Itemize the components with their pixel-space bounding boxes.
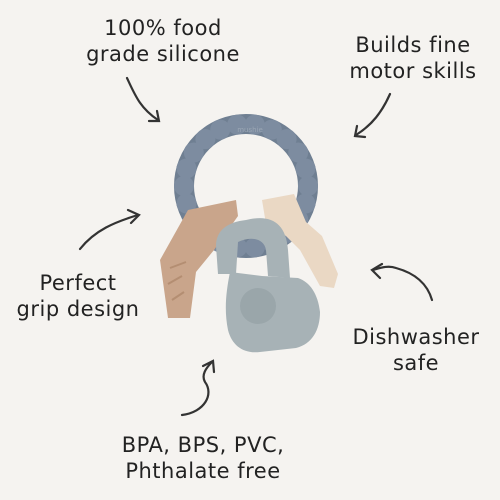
callout-grip-line-2: grip design [16,297,140,321]
ring-bead [295,158,316,179]
arrow-grip [78,213,140,251]
ring-bead [227,114,248,135]
ring-bead [295,193,316,214]
grey-elephant-key [216,218,320,353]
callout-silicone-line-2: grade silicone [86,42,240,66]
ring-bead [176,193,197,214]
cream-airplane-key [262,194,338,288]
arrow-silicone [125,76,160,122]
ring-bead [298,176,318,196]
ring-bead [210,119,231,140]
callout-dishwasher-line-1: Dishwasher [352,325,480,349]
callout-grip: Perfect grip design [8,270,148,322]
callout-dishwasher: Dishwasher safe [334,324,498,376]
brand-mark: mushie [237,126,263,134]
arrow-motor [354,92,392,137]
callout-motor-line-2: motor skills [349,59,477,83]
callout-motor: Builds fine motor skills [328,32,498,84]
callout-silicone: 100% food grade silicone [68,15,258,67]
ring-bead [244,237,265,258]
ring-bead [244,114,265,135]
callout-motor-line-1: Builds fine [355,33,471,57]
ring-bead [261,119,282,140]
arrow-bpa [180,360,214,417]
callout-bpa-line-1: BPA, BPS, PVC, [121,433,285,457]
wood-leaf-key [160,200,238,318]
ring-bead [195,129,216,150]
ring-bead [276,129,297,150]
ring-bead [176,158,197,179]
callout-grip-line-1: Perfect [39,271,117,295]
ring-bead [183,142,204,163]
ring-bead [288,142,309,163]
arrow-dishwasher [371,265,434,302]
callout-bpa: BPA, BPS, PVC, Phthalate free [88,432,318,484]
callout-bpa-line-2: Phthalate free [125,459,281,483]
callout-dishwasher-line-2: safe [392,351,440,375]
callout-silicone-line-1: 100% food [104,16,222,40]
ring-bead [174,176,194,196]
